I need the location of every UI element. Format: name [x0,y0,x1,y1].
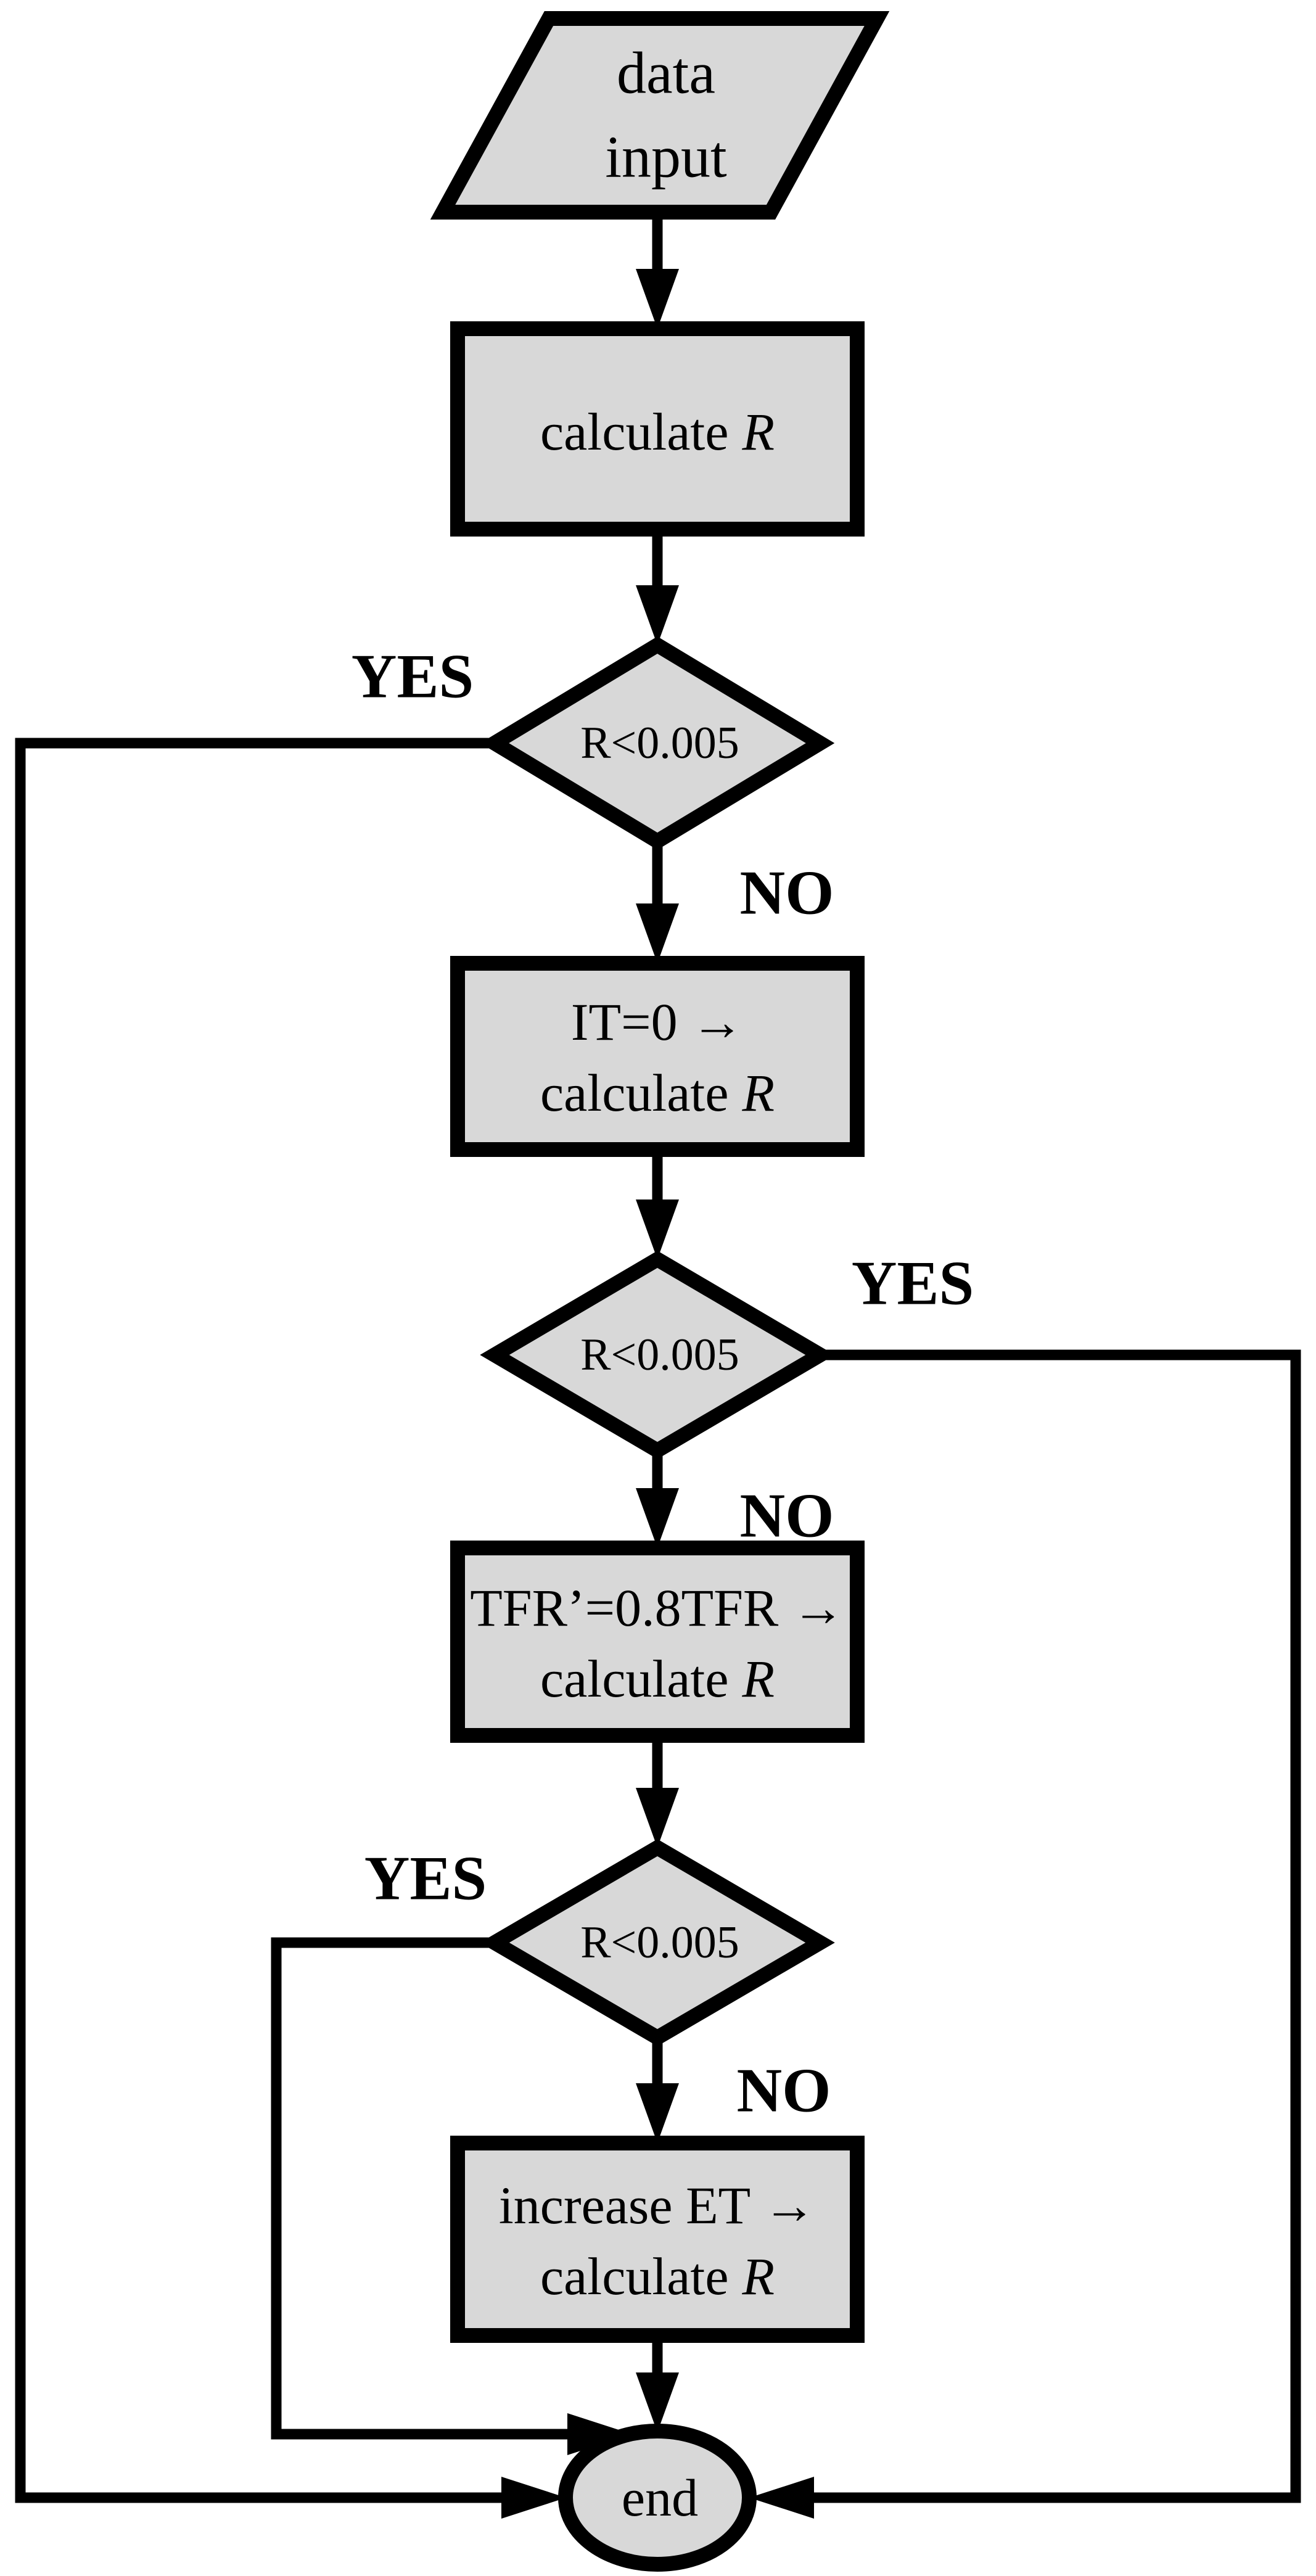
et-increase-line1: increase ET → [499,2176,816,2235]
edge-label-yes-2: YES [852,1249,974,1319]
node-decision-1 [480,636,835,850]
edge-label-no-1: NO [740,858,834,928]
calculate-word: calculate [540,1063,729,1122]
edge-yes2-route [808,1349,1301,2503]
arrow-down-icon [636,2083,679,2143]
calculate-word: calculate [540,1649,729,1708]
node-it-reset [450,956,865,1157]
decision-3-label: R<0.005 [580,1917,739,1968]
arrow-down-icon [636,269,679,329]
r-symbol: R [742,2247,775,2306]
edge-label-no-3: NO [737,2056,831,2126]
end-label: end [622,2468,698,2527]
data-input-line1: data [617,40,715,106]
node-decision-3 [480,1839,835,2046]
decision-2-label: R<0.005 [580,1330,739,1380]
edge-label-yes-3: YES [364,1844,487,1914]
node-calculate-r [450,321,865,537]
edge-label-yes-1: YES [352,642,474,712]
arrow-down-icon [636,1200,679,1259]
data-input-line2: input [605,124,727,190]
it-reset-line1: IT=0 → [571,992,744,1051]
tfr-reduce-line1: TFR’=0.8TFR → [470,1578,845,1637]
edge-yes1-route [15,738,507,2503]
node-et-increase [450,2136,865,2343]
node-data-input [430,11,890,220]
node-end [558,2424,757,2572]
calculate-word: calculate [540,402,729,461]
edge-yes3-route [271,1937,570,2440]
arrow-down-icon [636,585,679,645]
arrow-right-icon [567,2413,632,2455]
calculate-word: calculate [540,2247,729,2306]
arrow-left-icon [749,2477,814,2519]
node-decision-2 [480,1251,835,1459]
arrow-right-icon [501,2477,566,2519]
r-symbol: R [742,1649,775,1708]
r-symbol: R [742,1063,775,1122]
decision-1-label: R<0.005 [580,718,739,768]
arrow-down-icon [636,2372,679,2432]
arrow-down-icon [636,1488,679,1548]
r-symbol: R [742,402,775,461]
edge-label-no-2: NO [740,1481,834,1551]
arrow-down-icon [636,903,679,963]
node-tfr-reduce [450,1541,865,1743]
arrow-down-icon [636,1788,679,1848]
